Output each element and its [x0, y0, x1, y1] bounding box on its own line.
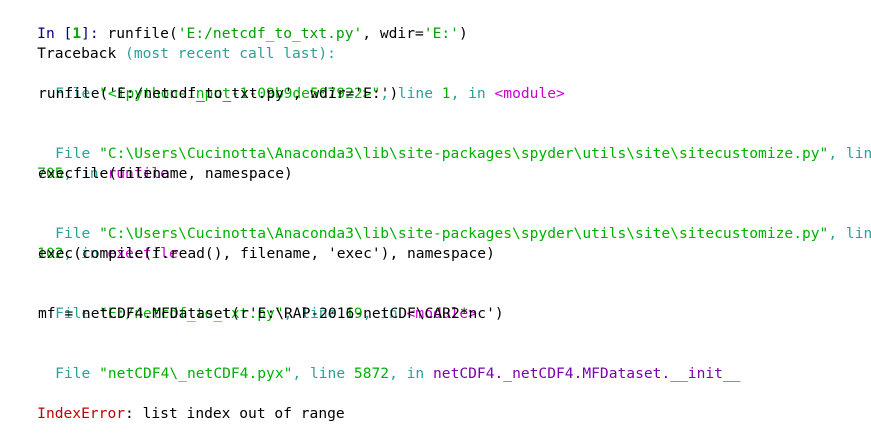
traceback-label: Traceback — [37, 45, 126, 62]
line-keyword: , line — [828, 225, 871, 242]
error-message: : list index out of range — [125, 405, 345, 422]
traceback-frame-3: File "C:\Users\Cucinotta\Anaconda3\lib\s… — [2, 204, 871, 242]
frame-line-number: 19 — [345, 305, 363, 322]
frame-code: runfile('E:/netcdf_to_txt.py', wdir='E:'… — [38, 85, 399, 102]
blank-line — [2, 324, 871, 344]
traceback-frame-3-cont: 102, in execfile — [2, 224, 871, 262]
blank-line — [2, 104, 871, 124]
traceback-frame-2-cont: 705, in runfile — [2, 144, 871, 182]
in-keyword: , in — [63, 165, 108, 182]
in-keyword: , in — [63, 245, 108, 262]
traceback-frame-4: File "E:/netcdf_to_txt.py", line 19, in … — [2, 284, 871, 322]
file-keyword: File — [55, 225, 100, 242]
command-close: ) — [458, 25, 468, 42]
in-keyword: , in — [362, 305, 407, 322]
in-keyword: , in — [450, 85, 495, 102]
frame-line-number: 102 — [37, 245, 64, 262]
blank-line — [2, 264, 871, 284]
command-call: runfile( — [107, 25, 178, 42]
frame-code: mf = netCDF4.MFDataset(r'E:\RAP-2016-net… — [38, 305, 504, 322]
line-keyword: , line — [380, 85, 442, 102]
frame-code: exec(compile(f.read(), filename, 'exec')… — [38, 245, 495, 262]
frame-function: <module> — [494, 85, 565, 102]
traceback-frame-2: File "C:\Users\Cucinotta\Anaconda3\lib\s… — [2, 124, 871, 162]
traceback-note: (most recent call last): — [125, 45, 336, 62]
command-arg-path: 'E:/netcdf_to_txt.py' — [177, 25, 363, 42]
input-prompt-line[interactable]: In [1]: runfile('E:/netcdf_to_txt.py', w… — [2, 4, 871, 42]
in-keyword: , in — [389, 365, 433, 382]
file-keyword: File — [55, 85, 100, 102]
traceback-header: Traceback (most recent call last): — [2, 24, 871, 62]
frame-path: "C:\Users\Cucinotta\Anaconda3\lib\site-p… — [99, 225, 829, 242]
blank-line — [2, 184, 871, 204]
frame-path: "E:/netcdf_to_txt.py" — [99, 305, 284, 322]
frame-path: "netCDF4\_netCDF4.pyx" — [99, 365, 293, 382]
prompt-number: 1 — [72, 25, 82, 42]
frame-line-number: 1 — [441, 85, 451, 102]
frame-line-number: 5872 — [353, 365, 390, 382]
file-keyword: File — [55, 145, 100, 162]
error-type: IndexError — [37, 405, 126, 422]
frame-code: execfile(filename, namespace) — [38, 165, 293, 182]
ipython-console[interactable]: In [1]: runfile('E:/netcdf_to_txt.py', w… — [0, 0, 871, 422]
frame-function: execfile — [107, 245, 178, 262]
error-line: IndexError: list index out of range — [2, 384, 871, 422]
traceback-frame-1: File "<ipython-input-1-09b9de507922>", l… — [2, 64, 871, 102]
command-kwarg: , wdir= — [362, 25, 424, 42]
frame-path: "<ipython-input-1-09b9de507922>" — [99, 85, 381, 102]
frame-function: <module> — [406, 305, 477, 322]
frame-function: runfile — [107, 165, 169, 182]
prompt-close: ]: — [81, 25, 108, 42]
traceback-frame-5: File "netCDF4\_netCDF4.pyx", line 5872, … — [2, 344, 871, 382]
command-arg-wdir: 'E:' — [423, 25, 459, 42]
prompt-label: In [ — [37, 25, 73, 42]
frame-path: "C:\Users\Cucinotta\Anaconda3\lib\site-p… — [99, 145, 829, 162]
frame-line-number: 705 — [37, 165, 64, 182]
file-keyword: File — [55, 305, 100, 322]
frame-function: netCDF4._netCDF4.MFDataset.__init__ — [433, 365, 741, 382]
line-keyword: , line — [292, 365, 354, 382]
line-keyword: , line — [283, 305, 346, 322]
file-keyword: File — [55, 365, 100, 382]
line-keyword: , line — [828, 145, 871, 162]
